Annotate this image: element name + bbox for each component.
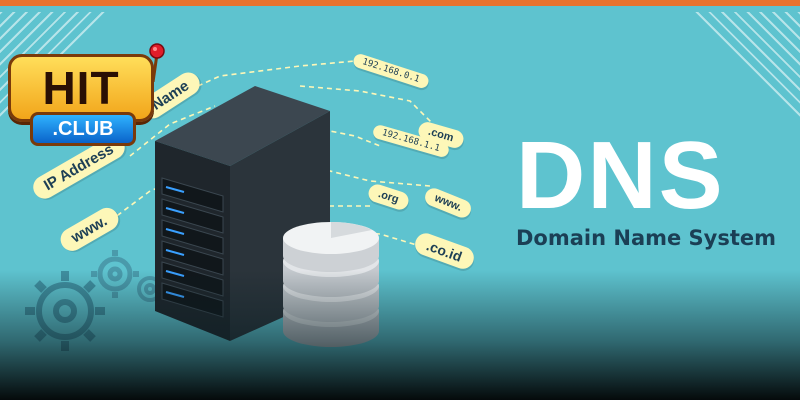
hit-club-logo[interactable]: HIT .CLUB bbox=[8, 42, 170, 152]
page-subtitle: Domain Name System bbox=[516, 226, 777, 250]
gear-icon bbox=[25, 271, 105, 351]
logo-main-text: HIT bbox=[8, 54, 154, 122]
page-title: DNS bbox=[516, 122, 725, 229]
database-icon bbox=[283, 222, 379, 347]
logo-sub-text: .CLUB bbox=[30, 112, 136, 146]
joystick-icon bbox=[149, 43, 165, 82]
gear-icon bbox=[91, 250, 139, 298]
